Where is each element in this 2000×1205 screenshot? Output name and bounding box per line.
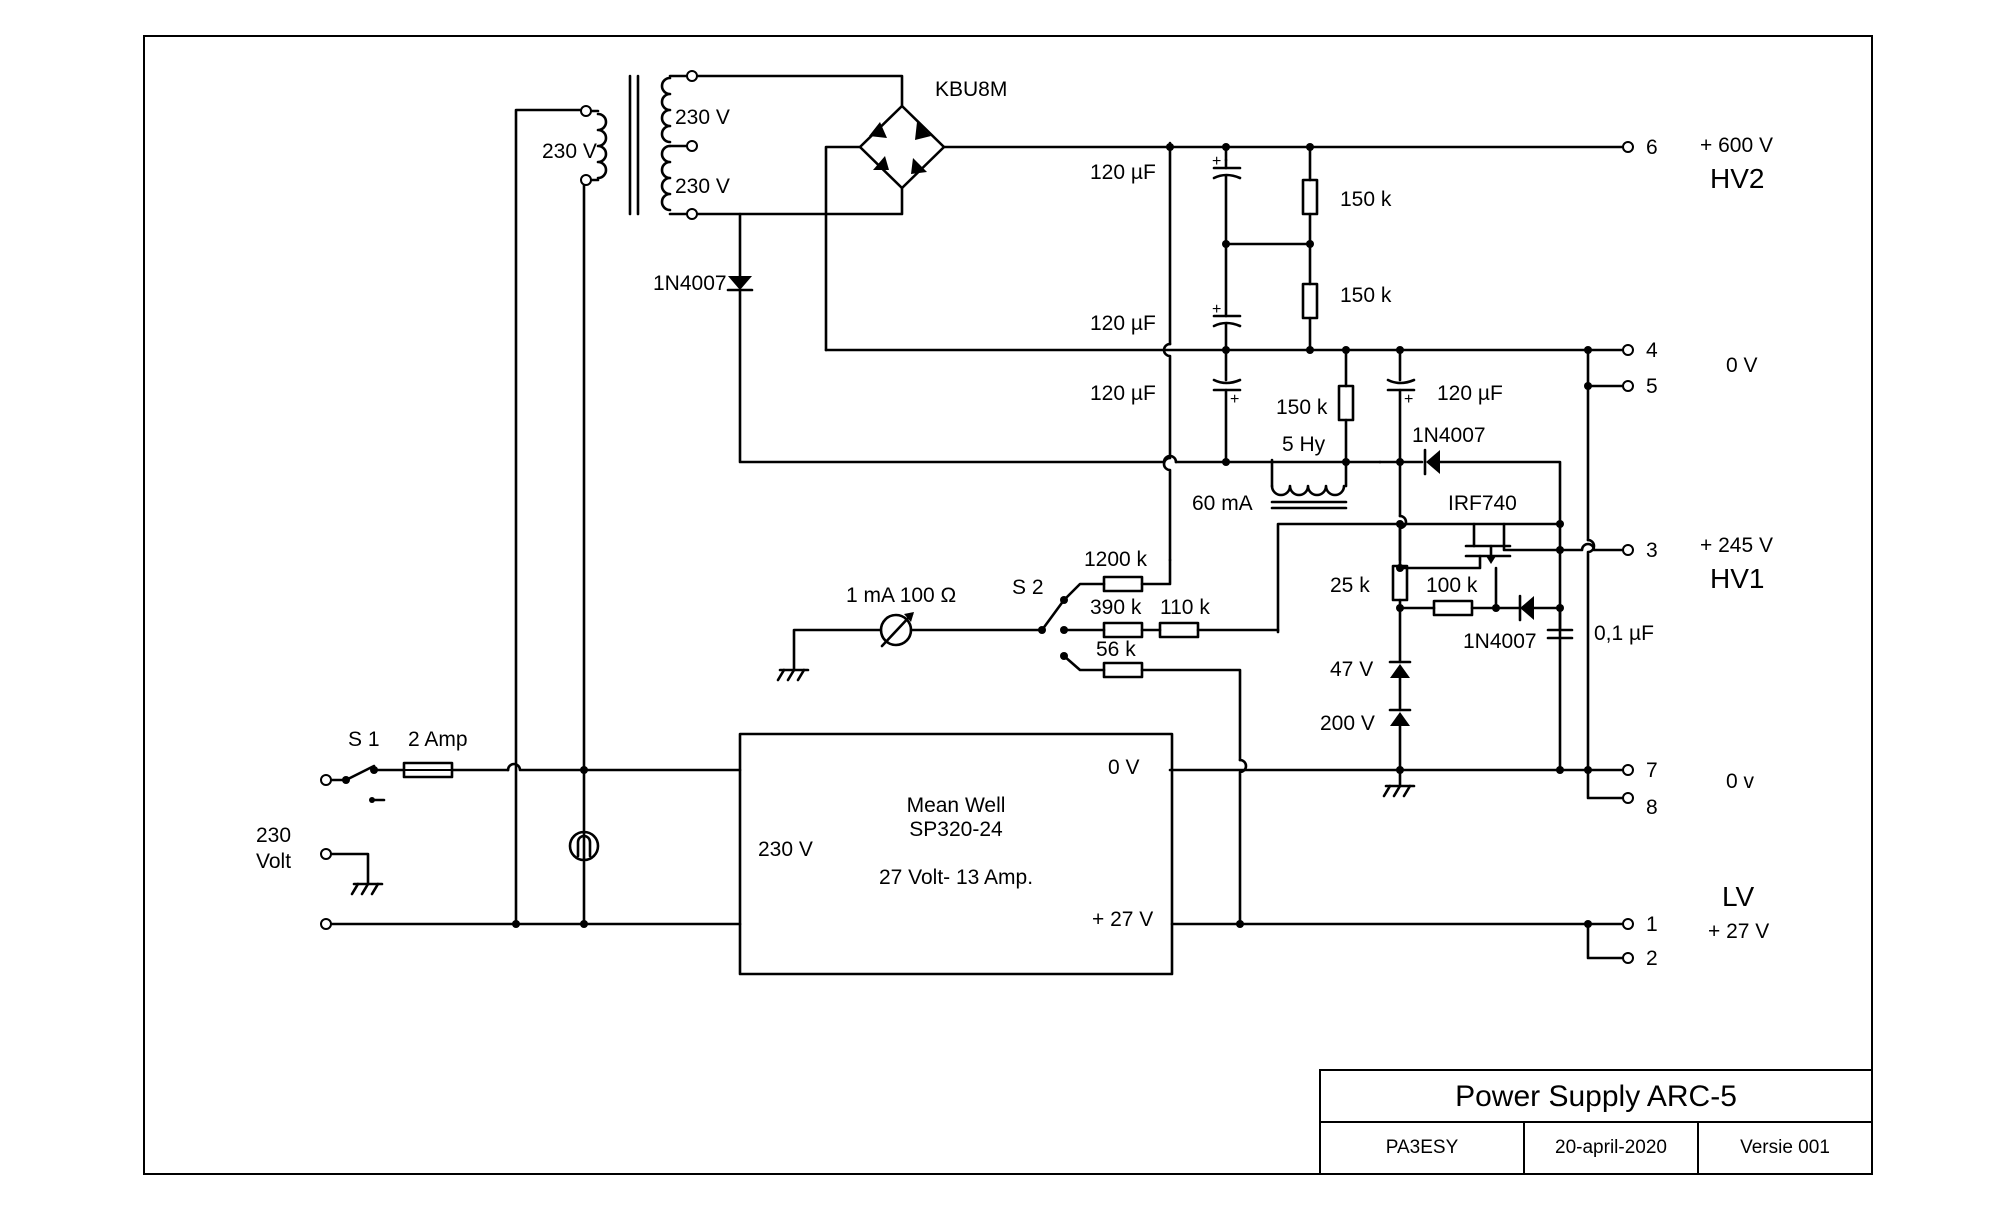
switch-s2[interactable] [1038, 596, 1068, 660]
cap2-label: 120 µF [1090, 312, 1156, 335]
res1200k-label: 1200 k [1084, 548, 1148, 571]
diode-1n4007-hv [726, 276, 754, 292]
choke-coil [1270, 484, 1346, 497]
diode-1n4007-third [1518, 594, 1534, 622]
title-block-version: Versie 001 [1740, 1137, 1830, 1158]
bus-wire-crossing [1162, 342, 1172, 562]
ground-symbol-zener [1382, 784, 1416, 798]
pilot-lamp [568, 830, 600, 862]
diode3-label: 1N4007 [1463, 630, 1537, 653]
mains-line [506, 762, 742, 772]
transformer-secondary-top-label: 230 V [675, 106, 730, 129]
zener-200v [1388, 708, 1412, 726]
resistor-1200k [1102, 575, 1144, 593]
resistor-150k-choke [1337, 384, 1355, 422]
svg-text:+: + [1212, 301, 1221, 318]
psu-27v-label: + 27 V [1092, 908, 1153, 931]
diode-1n4007-second [1423, 448, 1440, 476]
terminal-4: 4 [1646, 339, 1658, 362]
terminal-3: 3 [1646, 539, 1658, 562]
terminal-2: 2 [1646, 947, 1658, 970]
zener1-label: 47 V [1330, 658, 1373, 681]
sheet-border [143, 35, 1873, 1175]
title-block-date: 20-april-2020 [1555, 1137, 1667, 1158]
resistor-150k-bottom [1301, 282, 1319, 320]
title-block-author: PA3ESY [1386, 1137, 1459, 1158]
bridge-rectifier [690, 74, 1228, 352]
mosfet-irf740 [1398, 522, 1512, 570]
title-block-title: Power Supply ARC-5 [1455, 1080, 1737, 1113]
res110k-label: 110 k [1160, 596, 1210, 619]
resistor-150k-top [1301, 178, 1319, 216]
terminal-8: 8 [1646, 796, 1658, 819]
junction-dots [512, 143, 1592, 928]
svg-text:+: + [1404, 391, 1413, 408]
diode2-label: 1N4007 [1412, 424, 1486, 447]
hv1-name-label: HV1 [1710, 563, 1764, 594]
resistor-110k [1158, 621, 1200, 639]
bridge-label: KBU8M [935, 78, 1007, 101]
res3-label: 150 k [1276, 396, 1328, 419]
res1-label: 150 k [1340, 188, 1392, 211]
switch1-label[interactable]: S 1 [348, 728, 380, 751]
res2-label: 150 k [1340, 284, 1392, 307]
cap1-label: 120 µF [1090, 161, 1156, 184]
res100k-label: 100 k [1426, 574, 1478, 597]
mean-well-psu [738, 732, 1174, 976]
psu-0v-label: 0 V [1108, 756, 1140, 779]
resistor-100k [1432, 599, 1474, 617]
svg-text:+: + [1230, 391, 1239, 408]
title-block [1319, 1069, 1873, 1175]
diode-hv-label: 1N4007 [653, 272, 727, 295]
choke-current-label: 60 mA [1192, 492, 1253, 515]
zero-volt-label: 0 V [1726, 354, 1758, 377]
res390k-label: 390 k [1090, 596, 1142, 619]
meter-56k-wire [1238, 758, 1248, 924]
zener-47v [1388, 660, 1412, 678]
mains-label-1: 230 [256, 824, 291, 847]
terminal-6: 6 [1646, 136, 1658, 159]
mosfet-drain-wire [1276, 522, 1562, 634]
cap3-label: 120 µF [1090, 382, 1156, 405]
transformer-secondary-bottom-label: 230 V [675, 175, 730, 198]
lv-voltage-label: + 27 V [1708, 920, 1769, 943]
resistor-56k [1102, 661, 1144, 679]
cap01-label: 0,1 µF [1594, 622, 1654, 645]
hv2-voltage-label: + 600 V [1700, 134, 1773, 157]
res56k-label: 56 k [1096, 638, 1136, 661]
meter-label: 1 mA 100 Ω [846, 584, 956, 607]
ground-symbol-meter [776, 668, 810, 682]
terminal-circles[interactable] [320, 70, 1634, 964]
resistor-390k [1102, 621, 1144, 639]
hv2-name-label: HV2 [1710, 163, 1764, 194]
ground-symbol-mains [350, 882, 384, 896]
hv1-rail [1558, 542, 1630, 552]
psu-line3: 27 Volt- 13 Amp. [879, 866, 1033, 889]
svg-text:+: + [1212, 153, 1221, 170]
switch2-label: S 2 [1012, 576, 1044, 599]
psu-line2: SP320-24 [909, 818, 1003, 841]
terminal-7: 7 [1646, 759, 1658, 782]
rail-to-terminal-8 [1586, 538, 1630, 800]
terminal-5: 5 [1646, 375, 1658, 398]
lv-name-label: LV [1722, 881, 1754, 912]
transformer-primary-label: 230 V [542, 140, 597, 163]
choke-label: 5 Hy [1282, 433, 1326, 456]
psu-line1: Mean Well [907, 794, 1006, 817]
hv1-voltage-label: + 245 V [1700, 534, 1773, 557]
mains-label-2: Volt [256, 850, 291, 873]
fuse-label: 2 Amp [408, 728, 468, 751]
zener2-label: 200 V [1320, 712, 1375, 735]
cap4-label: 120 µF [1437, 382, 1503, 405]
psu-input-label: 230 V [758, 838, 813, 861]
zero-volt-lv-label: 0 v [1726, 770, 1755, 793]
res25k-label: 25 k [1330, 574, 1370, 597]
mosfet-label: IRF740 [1448, 492, 1517, 515]
terminal-1: 1 [1646, 913, 1658, 936]
